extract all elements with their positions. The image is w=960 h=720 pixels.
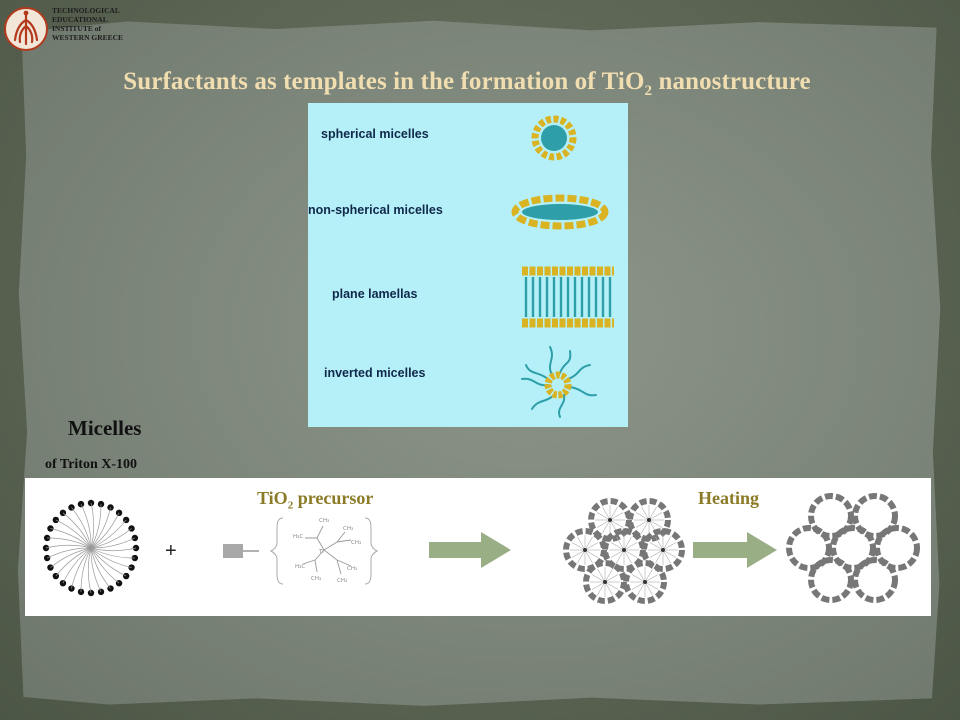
triton-micelle-icon (42, 499, 140, 597)
micelles-subtitle: of Triton X-100 (45, 457, 138, 472)
label-non-spherical-micelles: non-spherical micelles (308, 203, 443, 217)
micelle-types-panel: spherical micelles non-spherical micelle… (308, 103, 628, 427)
svg-text:CH₃: CH₃ (343, 526, 353, 532)
non-spherical-micelle-icon (511, 194, 609, 230)
institution-name: TECHNOLOGICAL EDUCATIONAL INSTITUTE of W… (52, 6, 123, 42)
precursor-text: TiO (257, 488, 288, 508)
title-text: Surfactants as templates in the formatio… (123, 68, 645, 95)
svg-text:CH₃: CH₃ (347, 566, 357, 572)
institution-line: WESTERN GREECE (52, 33, 124, 42)
heating-arrow-icon (693, 532, 777, 568)
institution-line: INSTITUTE of (52, 24, 101, 33)
ti-alkoxide-molecule-icon: CH₃ CH₃ H₃C CH₃ Ti H₃C CH₃ CH₃ CH₃ (223, 517, 379, 585)
arrow-icon (429, 532, 511, 568)
micelles-title: Micelles (68, 416, 142, 440)
precursor-subscript: 2 (287, 499, 294, 512)
svg-text:CH₃: CH₃ (337, 578, 347, 584)
process-strip: TiO2 precursor Heating + CH₃ CH₃ H₃C (25, 478, 931, 616)
svg-text:H₃C: H₃C (293, 534, 303, 540)
svg-text:CH₃: CH₃ (319, 518, 329, 524)
label-plane-lamellas: plane lamellas (332, 287, 418, 301)
institution-line: EDUCATIONAL (52, 15, 108, 24)
slide-title: Surfactants as templates in the formatio… (0, 68, 934, 100)
title-text-end: nanostructure (652, 68, 811, 95)
plus-sign: + (165, 540, 177, 562)
heating-label: Heating (698, 488, 759, 508)
micelle-diagrams (511, 115, 614, 418)
process-diagram: + CH₃ CH₃ H₃C CH₃ Ti H₃C CH₃ CH₃ (42, 493, 920, 604)
precursor-label: TiO2 precursor (257, 488, 373, 512)
inverted-micelle-icon (521, 346, 597, 418)
svg-text:H₃C: H₃C (295, 564, 305, 570)
institution-logo-icon (4, 7, 48, 51)
title-subscript: 2 (644, 83, 653, 99)
templated-tio2-cluster-icon (563, 498, 685, 604)
precursor-text-end: precursor (293, 488, 374, 508)
label-inverted-micelles: inverted micelles (324, 366, 426, 380)
svg-text:CH₃: CH₃ (311, 576, 321, 582)
svg-text:CH₃: CH₃ (351, 540, 361, 546)
plane-lamellas-icon (522, 266, 614, 328)
spherical-micelle-icon (531, 115, 577, 161)
institution-line: TECHNOLOGICAL (52, 6, 120, 15)
svg-text:Ti: Ti (318, 549, 324, 555)
porous-tio2-structure-icon (786, 493, 920, 603)
label-spherical-micelles: spherical micelles (321, 127, 429, 141)
